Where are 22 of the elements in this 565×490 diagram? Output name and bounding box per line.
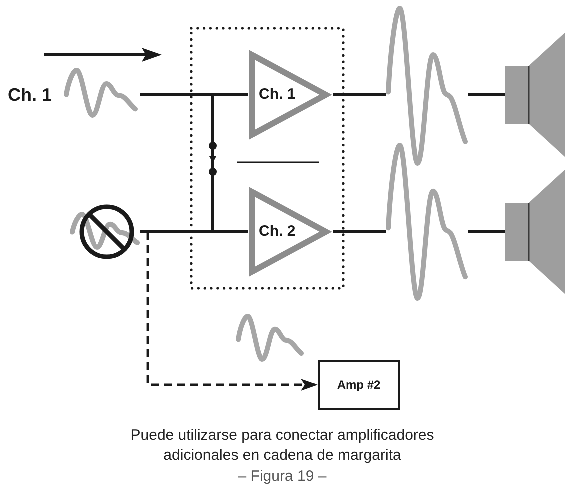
connector-line: [213, 94, 248, 96]
no-signal-icon: [70, 204, 140, 260]
channel-label: Ch. 2: [259, 223, 296, 241]
connector-line: [140, 230, 148, 234]
connector-line: [333, 230, 386, 234]
input-label: Ch. 1: [8, 85, 52, 105]
connector-line: [468, 230, 505, 234]
amplifier-box: Amp #2: [318, 360, 400, 410]
figure-number: – Figura 19 –: [238, 467, 327, 487]
figure-caption: Puede utilizarse para conectar amplificadores adicionales en cadena de margarita: [130, 426, 436, 466]
connector-line: [213, 230, 248, 234]
speaker-icon: [505, 33, 565, 157]
connector-line: [140, 94, 213, 96]
waveform-icon: [386, 6, 468, 166]
arrow: [209, 95, 217, 232]
connector-line: [468, 94, 505, 96]
connector-line: [333, 94, 386, 96]
speaker-icon: [505, 170, 565, 294]
channel-label: Ch. 1: [259, 86, 296, 104]
connector-line: [148, 230, 213, 234]
waveform-icon: [386, 143, 468, 301]
dashed-arrow: [146, 232, 318, 391]
